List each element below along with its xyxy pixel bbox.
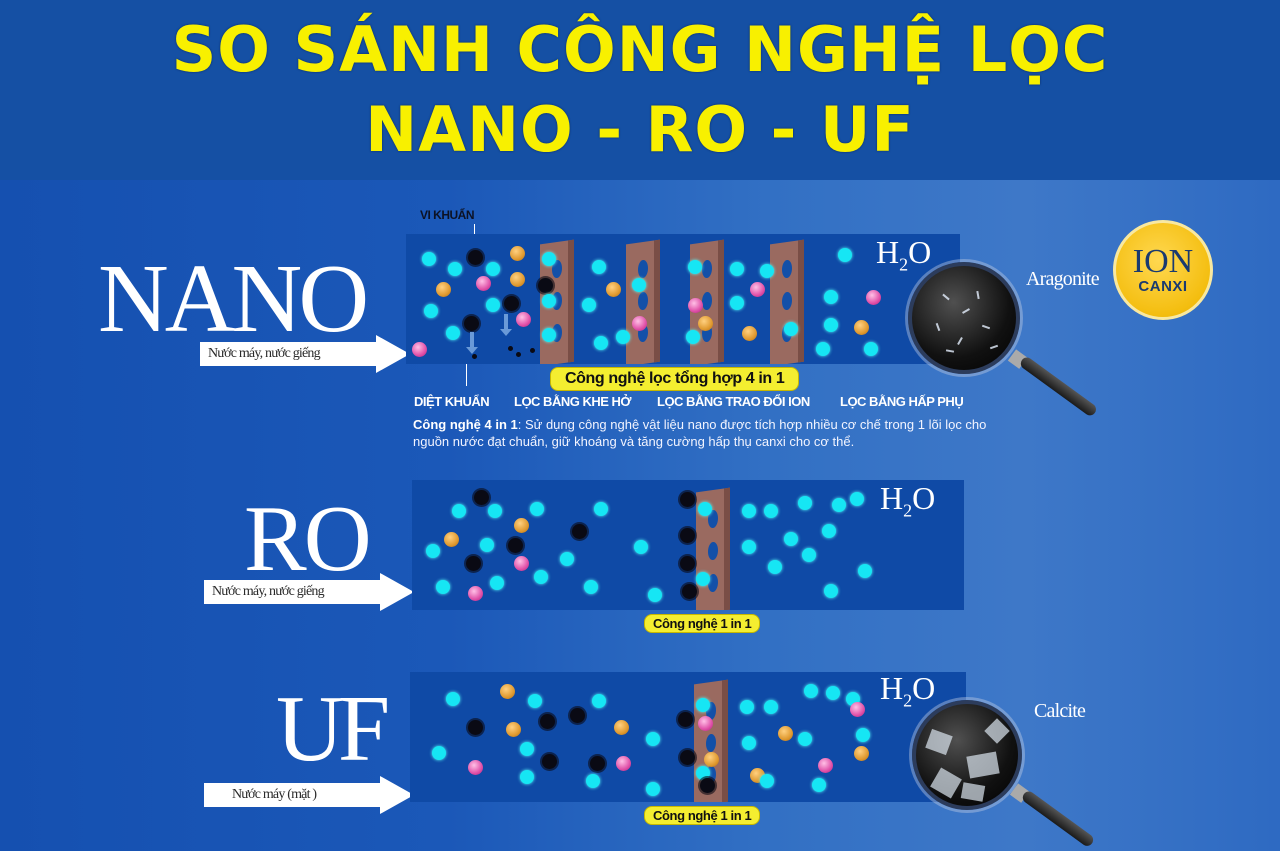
ro-output-h2o: H2O — [880, 480, 936, 521]
nano-tech-pill: Công nghệ lọc tổng hợp 4 in 1 — [550, 367, 800, 391]
badge-canxi-text: CANXI — [1138, 277, 1188, 295]
ro-filter-panel — [412, 480, 964, 610]
ro-input-label: Nước máy, nước giếng — [204, 580, 384, 604]
stage-label-gap-filter: LỌC BẰNG KHE HỞ — [514, 394, 631, 409]
stage-label-disinfect: DIỆT KHUẨN — [414, 394, 490, 409]
title-line-1: SO SÁNH CÔNG NGHỆ LỌC — [171, 13, 1109, 86]
membrane-adsorption — [770, 239, 804, 364]
nano-output-h2o: H2O — [876, 234, 932, 275]
header-banner: SO SÁNH CÔNG NGHỆ LỌC NANO - RO - UF — [0, 0, 1280, 180]
arrow-head-icon — [380, 776, 414, 814]
description-bold: Công nghệ 4 in 1 — [413, 417, 518, 432]
ro-heading: RO — [244, 487, 372, 591]
membrane-gap — [626, 239, 660, 364]
uf-output-h2o: H2O — [880, 670, 936, 711]
uf-input-label: Nước máy (mặt ) — [204, 783, 384, 807]
nano-description: Công nghệ 4 in 1: Sử dụng công nghệ vật … — [413, 416, 1023, 450]
stage-label-ion-exchange: LỌC BẰNG TRAO ĐỔI ION — [657, 394, 810, 409]
arrow-head-icon — [380, 573, 414, 611]
aragonite-label: Aragonite — [1026, 268, 1100, 290]
bacteria-label: VI KHUẨN — [420, 208, 475, 222]
uf-filter-panel — [410, 672, 966, 802]
nano-heading: NANO — [98, 245, 369, 353]
comparison-area: NANO Nước máy, nước giếng VI KHUẨN — [0, 180, 1280, 851]
ro-tech-pill: Công nghệ 1 in 1 — [644, 614, 761, 633]
arrow-head-icon — [376, 335, 410, 373]
stage-label-adsorption: LỌC BẰNG HẤP PHỤ — [840, 394, 964, 409]
ion-canxi-badge: ION CANXI — [1113, 220, 1213, 320]
title-line-2: NANO - RO - UF — [365, 93, 915, 166]
disinfect-pointer-line — [466, 364, 467, 386]
uf-tech-pill: Công nghệ 1 in 1 — [644, 806, 761, 825]
badge-ion-text: ION — [1132, 242, 1194, 280]
description-text: : Sử dụng công nghệ vật liệu nano được t… — [413, 417, 987, 449]
nano-filter-panel — [406, 234, 960, 364]
calcite-label: Calcite — [1034, 700, 1086, 722]
uf-heading: UF — [276, 677, 390, 781]
nano-input-label: Nước máy, nước giếng — [200, 342, 378, 366]
